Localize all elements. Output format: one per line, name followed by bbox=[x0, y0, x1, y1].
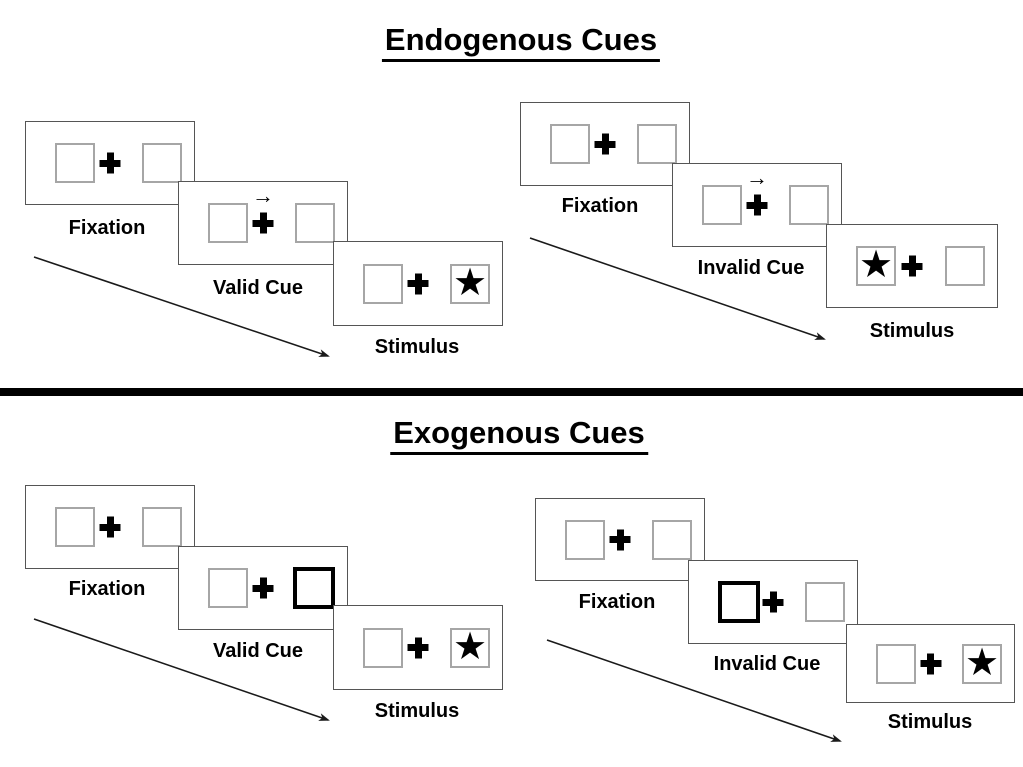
panel-label: Stimulus bbox=[374, 700, 460, 722]
placeholder-box bbox=[652, 519, 692, 560]
target-box: ★ bbox=[962, 641, 1002, 684]
exogenous-cue-box bbox=[718, 581, 760, 623]
panel-label: Invalid Cue bbox=[697, 257, 805, 279]
placeholder-box bbox=[363, 263, 403, 304]
exogenous-cue-box bbox=[293, 567, 335, 609]
fixation-cross-icon bbox=[253, 578, 274, 599]
panel-label: Fixation bbox=[561, 195, 639, 217]
sequence-arrow-icon bbox=[33, 256, 330, 357]
panel-label: Stimulus bbox=[374, 336, 460, 358]
cue-arrow-icon: → bbox=[252, 183, 274, 208]
placeholder-box bbox=[565, 519, 605, 560]
panel-exogenous-invalid-invalid-cue bbox=[688, 560, 858, 644]
panel-exogenous-invalid-fixation bbox=[535, 498, 705, 581]
placeholder-box bbox=[637, 124, 677, 164]
panel-label: Valid Cue bbox=[212, 277, 304, 299]
fixation-cross-icon bbox=[595, 134, 616, 155]
section-title-exogenous: Exogenous Cues bbox=[390, 416, 648, 455]
target-star-icon: ★ bbox=[964, 641, 1000, 684]
placeholder-box bbox=[208, 203, 248, 243]
panel-exogenous-valid-stimulus: ★ bbox=[333, 605, 503, 690]
panel-endogenous-valid-stimulus: ★ bbox=[333, 241, 503, 326]
placeholder-box bbox=[702, 185, 742, 225]
panel-endogenous-invalid-fixation bbox=[520, 102, 690, 186]
placeholder-box bbox=[208, 568, 248, 608]
fixation-cross-icon bbox=[610, 529, 631, 550]
placeholder-box bbox=[876, 643, 916, 684]
target-star-icon: ★ bbox=[858, 244, 894, 286]
placeholder-box bbox=[363, 627, 403, 668]
panel-label: Stimulus bbox=[887, 711, 973, 733]
panel-endogenous-invalid-invalid-cue: → bbox=[672, 163, 842, 247]
panel-endogenous-valid-valid-cue: → bbox=[178, 181, 348, 265]
placeholder-box bbox=[142, 507, 182, 547]
section-divider bbox=[0, 388, 1023, 396]
panel-exogenous-valid-fixation bbox=[25, 485, 195, 569]
sequence-arrow-icon bbox=[33, 618, 330, 721]
panel-label: Fixation bbox=[68, 217, 146, 239]
panel-endogenous-valid-fixation bbox=[25, 121, 195, 205]
placeholder-box bbox=[142, 143, 182, 183]
panel-label: Valid Cue bbox=[212, 640, 304, 662]
placeholder-box bbox=[55, 507, 95, 547]
panel-exogenous-invalid-stimulus: ★ bbox=[846, 624, 1015, 703]
target-box: ★ bbox=[450, 261, 490, 304]
fixation-cross-icon bbox=[253, 213, 274, 234]
target-star-icon: ★ bbox=[452, 625, 488, 668]
panel-label: Fixation bbox=[68, 578, 146, 600]
placeholder-box bbox=[945, 246, 985, 286]
fixation-cross-icon bbox=[763, 592, 784, 613]
target-star-icon: ★ bbox=[452, 261, 488, 304]
target-box: ★ bbox=[856, 246, 896, 286]
panel-label: Stimulus bbox=[869, 320, 955, 342]
panel-exogenous-valid-valid-cue bbox=[178, 546, 348, 630]
section-title-endogenous: Endogenous Cues bbox=[381, 23, 661, 62]
placeholder-box bbox=[295, 203, 335, 243]
fixation-cross-icon bbox=[408, 273, 429, 294]
panel-label: Fixation bbox=[578, 591, 656, 613]
cue-arrow-icon: → bbox=[746, 165, 768, 190]
fixation-cross-icon bbox=[902, 256, 923, 277]
fixation-cross-icon bbox=[100, 517, 121, 538]
placeholder-box bbox=[550, 124, 590, 164]
sequence-arrow-icon bbox=[546, 639, 842, 742]
sequence-arrow-icon bbox=[529, 237, 826, 340]
fixation-cross-icon bbox=[920, 653, 941, 674]
placeholder-box bbox=[805, 582, 845, 622]
placeholder-box bbox=[789, 185, 829, 225]
fixation-cross-icon bbox=[747, 195, 768, 216]
placeholder-box bbox=[55, 143, 95, 183]
panel-endogenous-invalid-stimulus: ★ bbox=[826, 224, 998, 308]
fixation-cross-icon bbox=[408, 637, 429, 658]
fixation-cross-icon bbox=[100, 153, 121, 174]
panel-label: Invalid Cue bbox=[713, 653, 821, 675]
target-box: ★ bbox=[450, 625, 490, 668]
